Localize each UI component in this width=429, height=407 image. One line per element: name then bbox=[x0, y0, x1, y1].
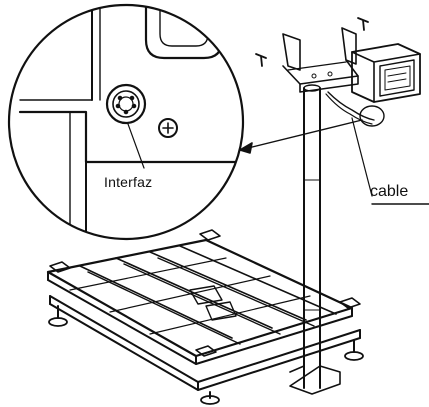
interfaz-label: Interfaz bbox=[104, 174, 153, 190]
screw-icon bbox=[255, 17, 369, 67]
support-column bbox=[289, 84, 341, 395]
controller-box bbox=[351, 43, 421, 103]
adjustable-foot bbox=[48, 305, 364, 405]
cable-line bbox=[325, 91, 429, 205]
pointer-arrow bbox=[239, 119, 363, 154]
cable-label: cable bbox=[370, 183, 409, 200]
detail-magnifier bbox=[7, 3, 245, 241]
controller-bracket bbox=[282, 27, 359, 93]
platform-frame bbox=[46, 229, 361, 391]
